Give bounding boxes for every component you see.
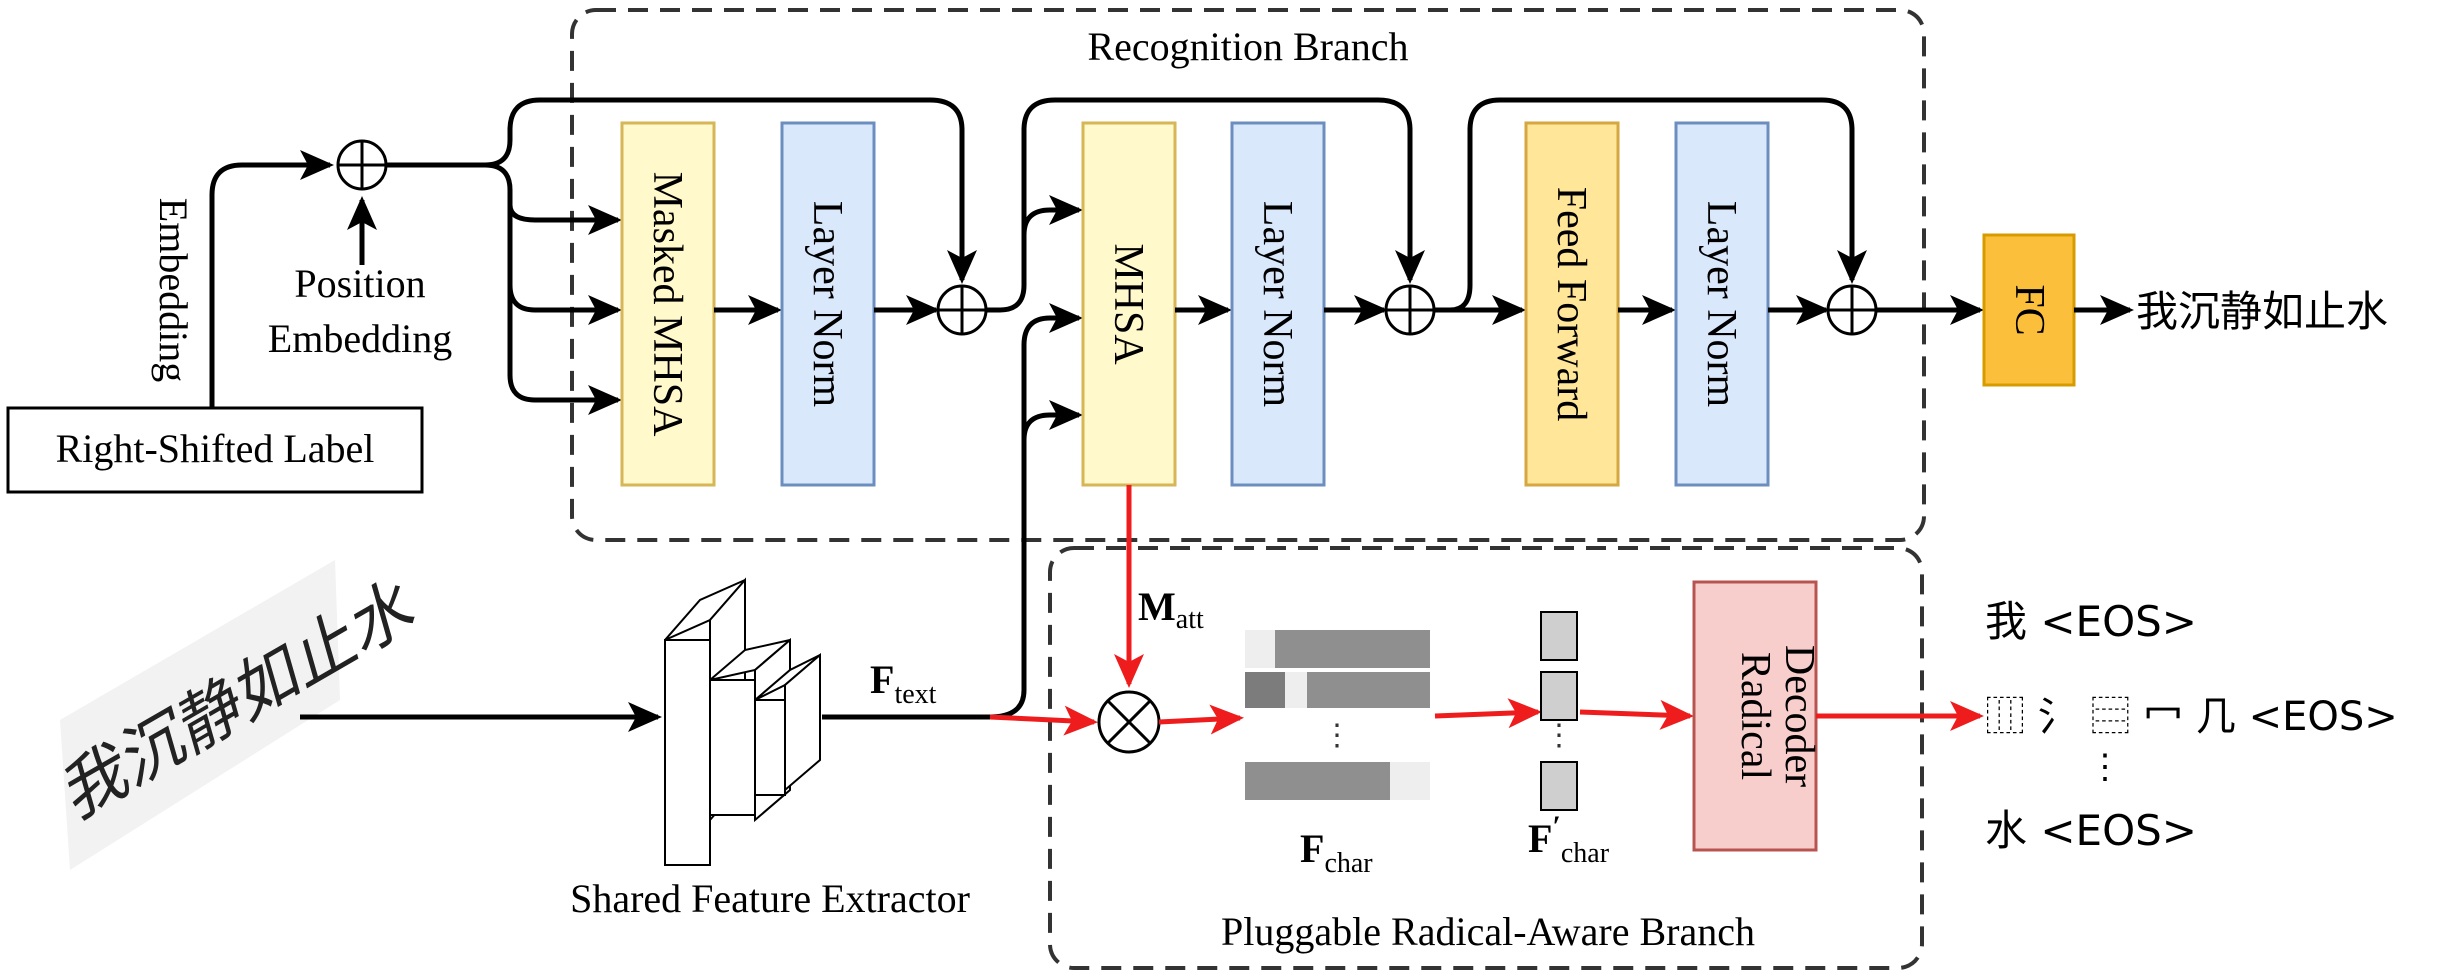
sum2-to-mhsa-q — [986, 195, 1083, 313]
recognition-branch-title: Recognition Branch — [1087, 24, 1408, 69]
layer-norm-3-label: Layer Norm — [1698, 201, 1744, 408]
ftext-to-mhsa-k — [989, 303, 1083, 720]
position-embedding-label-line2: Embedding — [268, 316, 452, 361]
radical-decoder-label-line2: Decoder — [1776, 645, 1822, 787]
split-to-mmhsa-q — [484, 162, 622, 235]
masked-mhsa-block — [620, 121, 716, 487]
multiply-to-fchar — [1158, 704, 1244, 735]
recognition-output: 我沉静如止水 — [2136, 287, 2388, 336]
fchar-to-fcharprime — [1434, 698, 1542, 729]
layer-norm-1-label: Layer Norm — [804, 201, 850, 408]
ftext-to-multiply — [989, 705, 1098, 736]
fchar-prime-dots: ⋮ — [1544, 719, 1574, 752]
radical-output-line1: 我 <EOS> — [1985, 597, 2197, 646]
residual-3 — [1449, 97, 1867, 313]
fchar-strips — [1245, 630, 1430, 800]
fcharprime-to-decoder — [1579, 699, 1694, 730]
sum-node-2 — [936, 284, 988, 336]
sum-node-4 — [1826, 284, 1878, 336]
ftext-label: Ftext — [870, 657, 937, 710]
multiply-node — [1097, 690, 1161, 754]
feed-forward-block — [1524, 121, 1620, 487]
radical-branch-box — [1048, 546, 1924, 970]
right-shifted-label-text: Right-Shifted Label — [56, 426, 375, 471]
mhsa-block — [1081, 121, 1177, 487]
split-to-mmhsa-v — [507, 285, 622, 415]
radical-decoder-block — [1692, 580, 1818, 852]
radical-output-line3: 水 <EOS> — [1985, 806, 2197, 855]
shared-feature-extractor-icon — [664, 577, 821, 866]
position-embedding-label-line1: Position — [294, 261, 425, 306]
layer-norm-2-label: Layer Norm — [1254, 201, 1300, 408]
embedding-arrow — [209, 150, 334, 408]
layer-norm-2-block — [1230, 121, 1326, 487]
fc-label: FC — [2006, 284, 2052, 335]
mhsa-label: MHSA — [1105, 243, 1151, 365]
radical-output-dots: ⋮ — [2088, 749, 2122, 786]
recognition-branch-box — [570, 8, 1926, 542]
radical-decoder-label-line1: Radical — [1732, 652, 1778, 780]
fchar-label: Fchar — [1300, 826, 1373, 879]
ftext-to-mhsa-v — [1021, 400, 1083, 441]
layer-norm-3-block — [1674, 121, 1770, 487]
residual-1 — [484, 97, 977, 284]
fchar-prime-label: F′char — [1528, 810, 1610, 869]
fchar-prime-crops — [1540, 611, 1578, 811]
feed-forward-label: Feed Forward — [1548, 187, 1594, 421]
layer-norm-1-block — [780, 121, 876, 487]
shared-feature-extractor-label: Shared Feature Extractor — [570, 876, 970, 921]
embedding-label: Embedding — [151, 198, 196, 382]
masked-mhsa-label: Masked MHSA — [644, 172, 690, 438]
residual-2 — [1021, 97, 1425, 284]
sum-node-1 — [336, 139, 388, 191]
radical-output-line2: ⿲ 氵 ⿳ 冖 几 <EOS> — [1985, 694, 2398, 740]
matt-label: Matt — [1138, 584, 1204, 635]
radical-branch-title: Pluggable Radical-Aware Branch — [1221, 909, 1755, 954]
right-shifted-label-box — [6, 406, 424, 494]
sum-node-3 — [1384, 284, 1436, 336]
fchar-strips-dots: ⋮ — [1322, 719, 1352, 752]
